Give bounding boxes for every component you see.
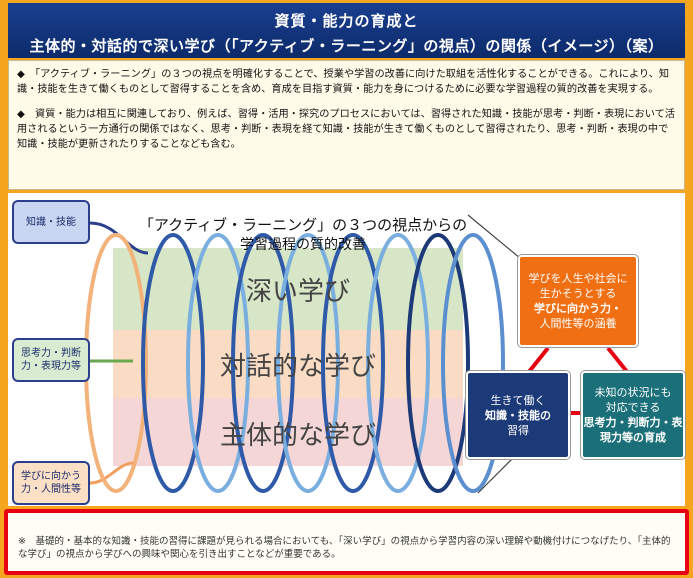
- coil-rings: [84, 233, 505, 493]
- label-thinking: 思考力・判断力・表現力等: [12, 338, 90, 382]
- label-knowledge-skills: 知識・技能: [12, 200, 90, 244]
- link-orange-navy: [526, 346, 550, 375]
- note-paragraph-2: ◆ 資質・能力は相互に関連しており、例えば、習得・活用・探究のプロセスにおいては…: [17, 109, 675, 150]
- footer-text: ※ 基礎的・基本的な知識・技能の習得に課題が見られる場合においても、「深い学び」…: [18, 536, 671, 560]
- page-header: 資質・能力の育成と 主体的・対話的で深い学び（「アクティブ・ラーニング」の視点）…: [8, 3, 685, 58]
- navy-line2: 知識・技能の: [485, 408, 551, 422]
- box-knowledge-acquisition: 生きて働く 知識・技能の 習得: [466, 371, 570, 459]
- note-paragraph-1: ◆ 「アクティブ・ラーニング」の３つの視点を明確化することで、授業や学習の改善に…: [17, 69, 670, 95]
- box-learning-attitude: 学びを人生や社会に 生かそうとする 学びに向かう力・ 人間性等の涵養: [518, 255, 638, 347]
- orange-line1: 学びを人生や社会に: [528, 272, 628, 285]
- footer-note: ※ 基礎的・基本的な知識・技能の習得に課題が見られる場合においても、「深い学び」…: [4, 509, 689, 575]
- connector-attitude: [89, 461, 134, 485]
- header-title-line2: 主体的・対話的で深い学び（「アクティブ・ラーニング」の視点）の関係（イメージ）（…: [29, 37, 664, 55]
- box-thinking-development: 未知の状況にも 対応できる 思考力・判断力・表 現力等の育成: [581, 371, 685, 459]
- orange-line4: 人間性等の涵養: [539, 317, 617, 330]
- diagram-title: 「アクティブ・ラーニング」の３つの視点からの 学習過程の質的改善: [138, 215, 468, 255]
- teal-line4: 現力等の育成: [600, 431, 666, 444]
- teal-line3: 思考力・判断力・表: [583, 416, 683, 429]
- navy-line1: 生きて働く: [490, 393, 546, 407]
- teal-line1: 未知の状況にも: [594, 386, 672, 399]
- diagram-title-line1: 「アクティブ・ラーニング」の３つの視点からの: [138, 216, 468, 234]
- orange-line3: 学びに向かう力・: [534, 302, 622, 315]
- band-label-deep: 深い学び: [245, 277, 350, 307]
- diagram-area: 知識・技能 思考力・判断力・表現力等 学びに向かう力・人間性等 「アクティブ・ラ…: [8, 193, 685, 506]
- teal-line2: 対応できる: [605, 401, 661, 414]
- navy-line3: 習得: [507, 423, 529, 437]
- header-title-line1: 資質・能力の育成と: [274, 12, 419, 30]
- band-label-proactive: 主体的な学び: [219, 421, 376, 451]
- coil-diagram: [84, 214, 630, 494]
- notes-panel: ◆ 「アクティブ・ラーニング」の３つの視点を明確化することで、授業や学習の改善に…: [8, 60, 685, 190]
- link-orange-teal: [606, 346, 630, 375]
- band-dialogic: [113, 330, 463, 398]
- band-label-dialogic: 対話的な学び: [219, 352, 376, 382]
- diagram-title-line2: 学習過程の質的改善: [240, 237, 366, 253]
- orange-line2: 生かそうとする: [539, 287, 617, 300]
- label-attitude: 学びに向かう力・人間性等: [12, 461, 90, 505]
